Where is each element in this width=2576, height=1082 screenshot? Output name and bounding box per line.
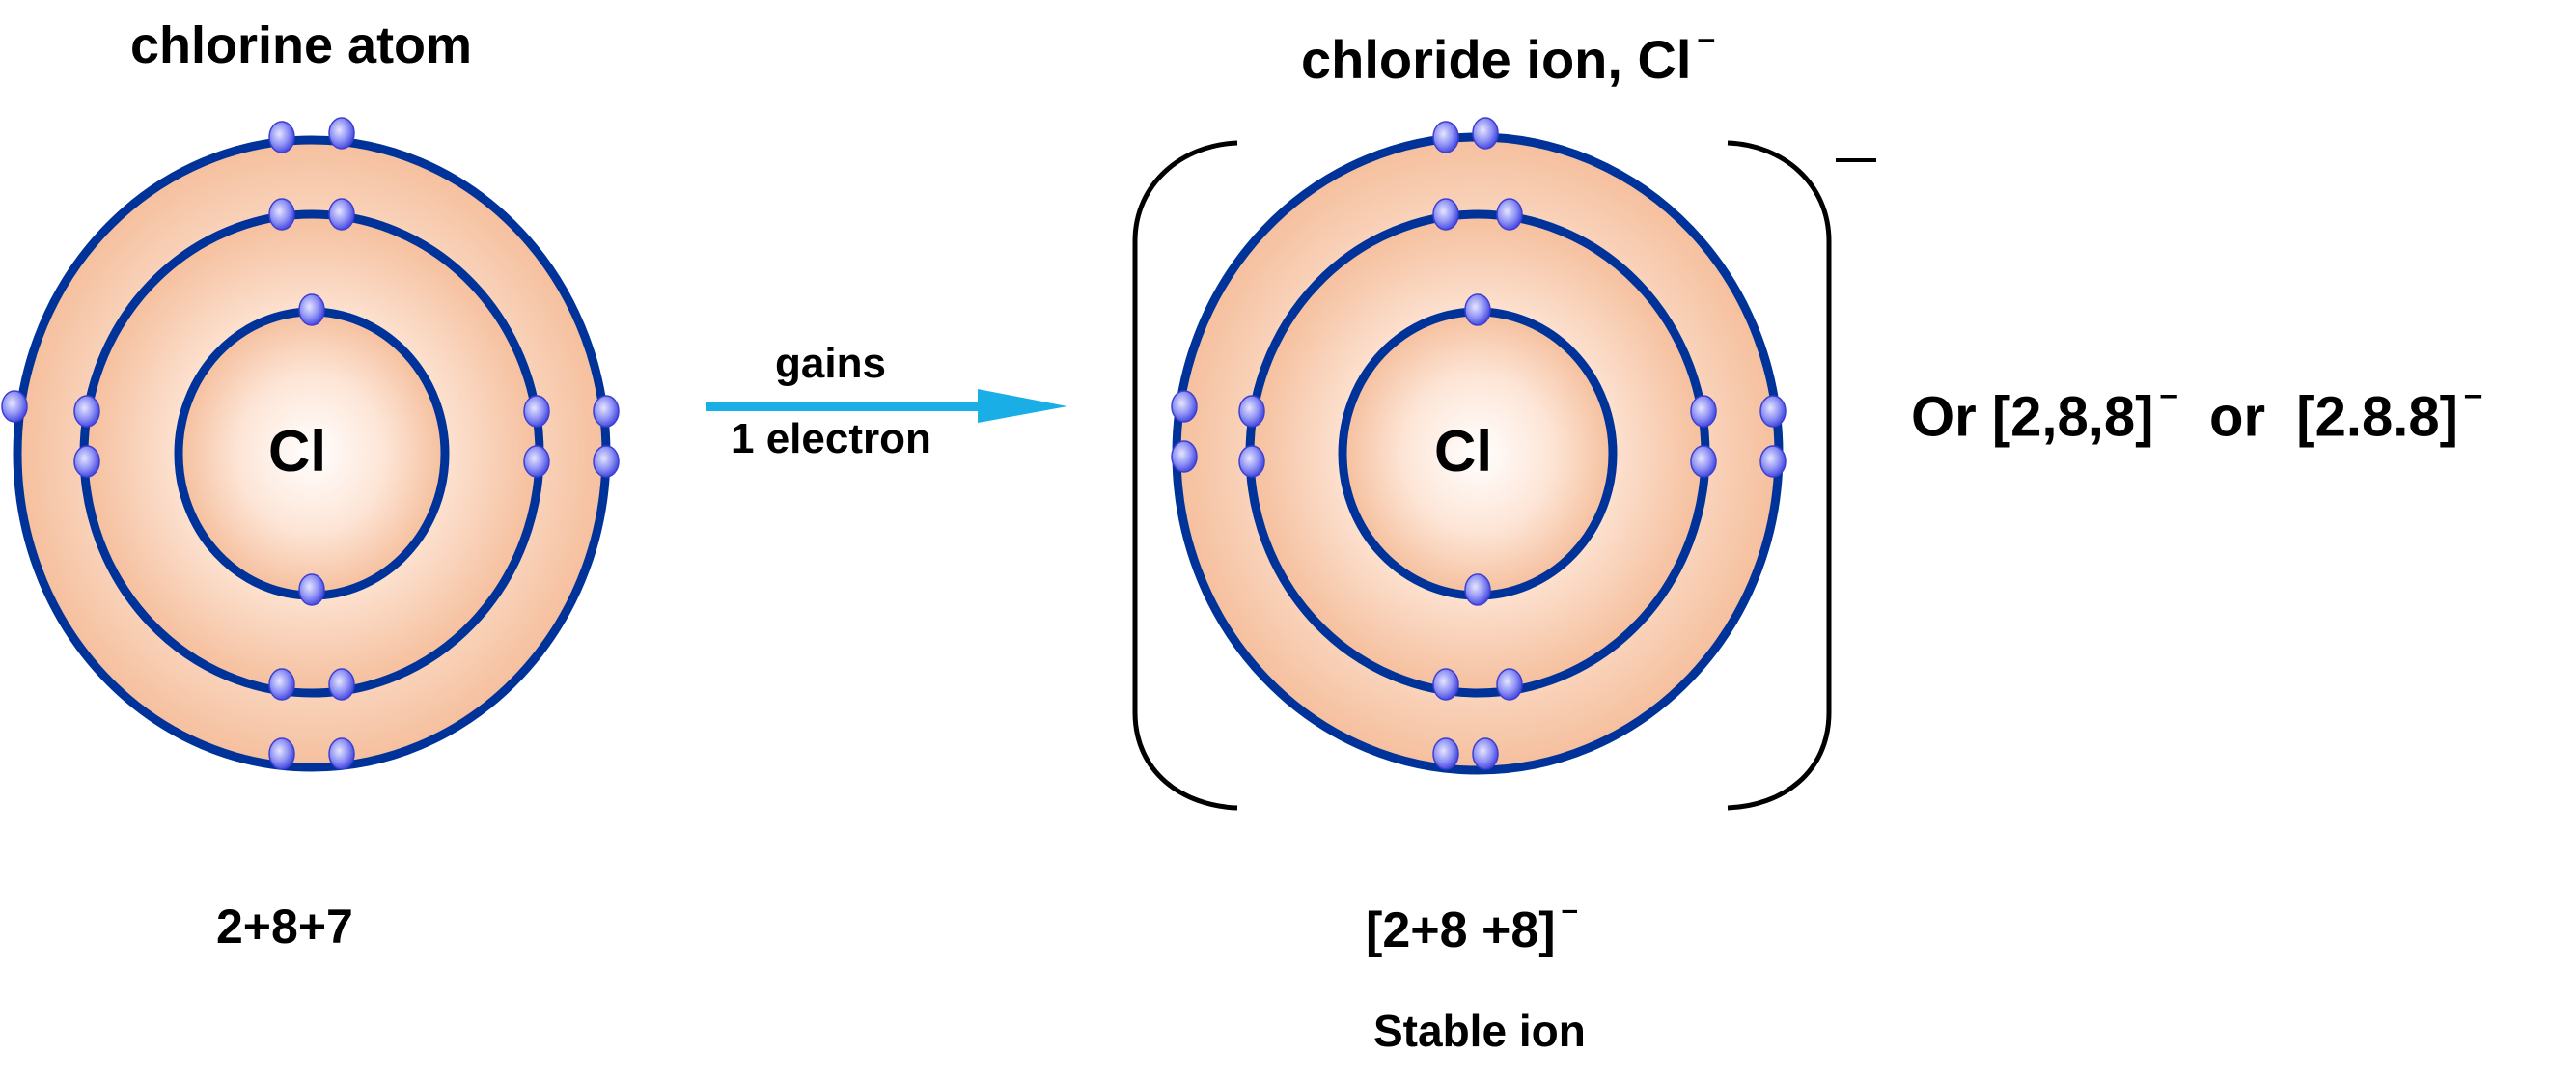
alt-prefix: Or [1911,385,1977,449]
alt-connector: or [2209,385,2266,449]
ion-configuration-text: [2+8 +8] [1366,902,1556,959]
ion-nucleus-symbol: Cl [1434,419,1492,484]
alt-notation-2: [2.8.8] [2296,385,2458,449]
arrow-label-bottom: 1 electron [731,415,931,462]
atom-title: chlorine atom [130,16,473,74]
alt-charge-1: – [2159,375,2178,413]
atom-nucleus-symbol: Cl [268,419,326,484]
arrow-label-top: gains [775,340,886,387]
alt-charge-2: – [2463,375,2483,413]
atom-configuration: 2+8+7 [216,900,353,954]
alternative-notations: Or [2,8,8]– or [2.8.8]– [1911,375,2483,449]
ion-title-text: chloride ion, Cl [1301,29,1692,91]
ion-configuration-charge: – [1561,893,1578,927]
ion-title-charge: – [1697,21,1716,57]
ion-configuration: [2+8 +8]– [1366,895,1578,956]
ion-title: chloride ion, Cl– [1301,23,1715,87]
alt-notation-1: [2,8,8] [1991,385,2154,449]
chloride-ion-diagram [1171,117,1787,775]
gain-electron-arrow-icon [706,389,1067,423]
right-bracket [1727,140,1832,811]
stable-ion-note: Stable ion [1373,1006,1586,1056]
chlorine-atom-diagram [1,117,620,772]
left-bracket [1132,140,1238,811]
